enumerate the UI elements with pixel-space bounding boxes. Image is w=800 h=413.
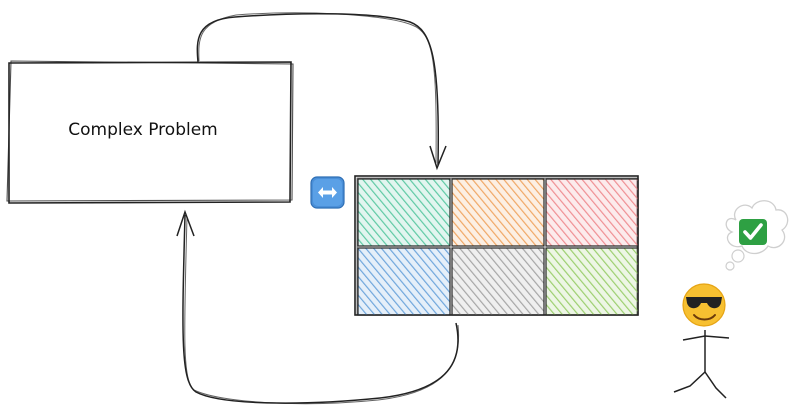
complex-problem-label: Complex Problem <box>68 120 217 140</box>
cell-blue <box>357 247 451 316</box>
cell-orange <box>451 178 545 247</box>
check-mark-icon <box>739 219 767 245</box>
cell-pink <box>545 178 639 247</box>
complex-problem-box: Complex Problem <box>6 60 294 204</box>
decompose-arrow <box>196 12 447 171</box>
left-right-arrow-icon <box>310 176 345 209</box>
recompose-arrow <box>176 209 460 405</box>
thought-bubble-icon <box>725 200 789 271</box>
arrowhead-up <box>176 209 195 237</box>
cell-green <box>357 178 451 247</box>
sunglasses-face-icon <box>682 283 726 327</box>
stick-figure <box>673 283 730 399</box>
solution-grid <box>354 175 639 316</box>
arrowhead-down <box>429 145 447 171</box>
cell-light-green <box>545 247 639 316</box>
cell-gray <box>451 247 545 316</box>
